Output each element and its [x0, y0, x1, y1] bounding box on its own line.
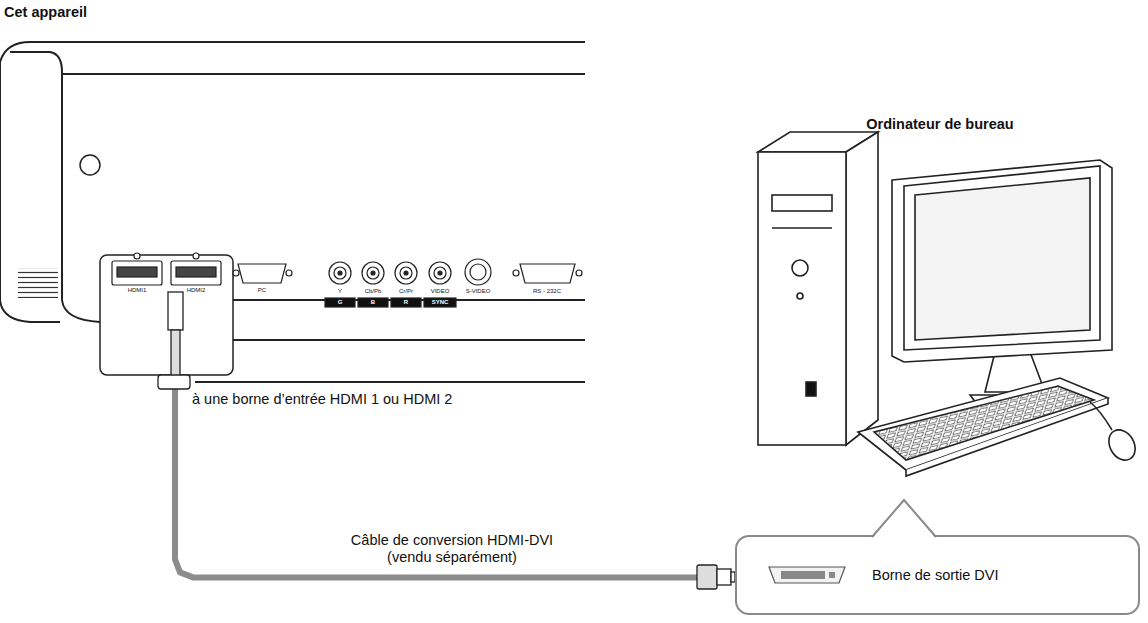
- port-label: HDMI1: [128, 287, 147, 294]
- callout-text: Borne de sortie DVI: [737, 567, 999, 583]
- callout-pointer: [870, 496, 940, 540]
- port-panel: [576, 270, 582, 276]
- port-label: S-VIDEO: [466, 288, 491, 295]
- port-panel: [470, 264, 486, 280]
- keyboard: [858, 378, 1108, 470]
- port-panel: [134, 253, 140, 259]
- projector-body: [100, 255, 233, 375]
- computer-tower: [792, 260, 808, 276]
- computer-tower: [846, 132, 878, 445]
- heading: Ordinateur de bureau: [745, 116, 1135, 132]
- projector-body: [233, 339, 585, 341]
- hdmi-plug: [168, 292, 183, 330]
- port-panel: [238, 264, 286, 283]
- port-panel: [513, 270, 519, 276]
- port-panel: [400, 267, 412, 279]
- port-label: Y: [338, 288, 342, 295]
- port-panel: [286, 270, 292, 276]
- port-panel: [395, 262, 417, 284]
- projector-body: [62, 73, 585, 75]
- port-panel: [391, 298, 421, 307]
- port-panel: [171, 261, 221, 285]
- port-label: PC: [258, 287, 266, 294]
- dvi-port-outline: [769, 567, 845, 583]
- projector-body: [80, 155, 100, 175]
- projector-body: [18, 268, 58, 298]
- port-label: Cb/Pb: [365, 288, 382, 295]
- port-panel: [112, 261, 162, 285]
- heading: Cet appareil: [4, 4, 590, 20]
- color-code: B: [371, 299, 375, 306]
- computer-tower: [758, 152, 846, 445]
- computer-tower: [797, 293, 803, 299]
- cable-label: Câble de conversion HDMI-DVI (vendu sépa…: [327, 532, 577, 565]
- dvi-plug: [697, 565, 735, 589]
- port-panel: [424, 298, 456, 307]
- dvi-pin: [829, 572, 835, 578]
- port-panel: [338, 271, 342, 275]
- hdmi-dvi-cable: [175, 385, 735, 577]
- pointer-fill: [872, 500, 936, 539]
- callout-box: Borne de sortie DVI: [735, 535, 1140, 615]
- projector-body: [10, 52, 62, 250]
- port-panel: [334, 267, 346, 279]
- dvi-plug: [717, 569, 731, 585]
- computer-tower: [772, 227, 832, 229]
- dvi-pins: [781, 571, 825, 579]
- pointer-outline: [872, 500, 936, 537]
- port-panel: [367, 267, 379, 279]
- port-panel: [117, 267, 157, 277]
- dvi-port-icon: [767, 563, 847, 587]
- color-code: R: [404, 299, 408, 306]
- keyboard: [1104, 425, 1141, 465]
- computer-tower: [758, 132, 878, 445]
- computer-monitor: [892, 160, 1112, 408]
- computer-tower: [772, 195, 832, 211]
- port-panel: [404, 271, 408, 275]
- port-panel: [233, 270, 239, 276]
- port-panel: [193, 253, 199, 259]
- computer-monitor: [915, 178, 1090, 340]
- port-panel: [362, 262, 384, 284]
- projector-body: [195, 381, 585, 383]
- computer-monitor: [892, 160, 1112, 362]
- hdmi-plug: [158, 292, 190, 389]
- port-panel: [520, 264, 575, 283]
- port-panel: [434, 267, 446, 279]
- port-panel: [371, 271, 375, 275]
- computer: Ordinateur de bureau: [745, 116, 1135, 466]
- port-panel: [325, 298, 355, 307]
- keyboard: [906, 398, 1108, 476]
- keyboard: [858, 378, 1140, 476]
- connection-note: à une borne d’entrée HDMI 1 ou HDMI 2: [192, 391, 452, 408]
- color-code: SYNC: [432, 299, 449, 306]
- port-panel: [358, 298, 388, 307]
- projector-body: [0, 42, 585, 62]
- projector-body: [62, 250, 100, 322]
- port-panel: [465, 259, 491, 285]
- computer-monitor: [904, 166, 1100, 350]
- projector-body: [0, 42, 585, 382]
- computer-tower: [806, 382, 816, 396]
- device-panel: Cet appareil: [4, 4, 590, 385]
- dvi-plug: [697, 565, 717, 589]
- port-label: VIDEO: [431, 288, 450, 295]
- port-panel: [176, 267, 216, 277]
- hdmi-plug: [171, 330, 180, 377]
- color-code: G: [338, 299, 343, 306]
- keyboard: [1090, 402, 1112, 430]
- port-label: Cr/Pr: [399, 288, 413, 295]
- projector-body: [0, 62, 60, 322]
- port-label: HDMI2: [187, 287, 206, 294]
- port-label: RS - 232C: [533, 288, 561, 295]
- port-panel: [438, 271, 442, 275]
- port-panel: [429, 262, 451, 284]
- port-panel: [329, 262, 351, 284]
- hdmi-plug: [158, 375, 190, 389]
